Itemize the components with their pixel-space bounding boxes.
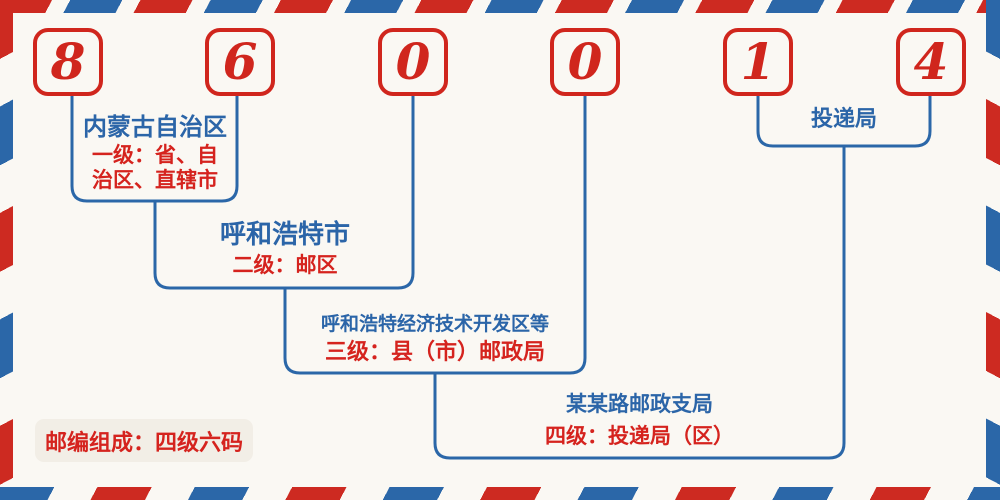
- bracket-level-4: [433, 146, 846, 460]
- digit-box-4: 0: [550, 28, 620, 96]
- digit-2: 6: [222, 32, 258, 91]
- label-delivery-office: 投递局: [758, 104, 930, 134]
- digit-6: 4: [913, 32, 949, 91]
- label-level-4: 某某路邮政支局 四级：投递局（区）: [435, 391, 844, 451]
- level-3-desc: 三级：县（市）邮政局: [324, 339, 545, 364]
- label-level-2: 呼和浩特市 二级：邮区: [157, 217, 413, 279]
- digit-5: 1: [740, 32, 776, 91]
- level-4-region-name: 某某路邮政支局: [566, 393, 713, 416]
- delivery-office-name: 投递局: [810, 106, 877, 131]
- level-1-desc-line-2: 治区、直辖市: [92, 169, 218, 192]
- bracket-delivery-office: [756, 96, 932, 148]
- digit-1: 8: [50, 32, 86, 91]
- postal-code-composition-badge: 邮编组成：四级六码: [35, 419, 253, 462]
- level-1-region-name: 内蒙古自治区: [83, 114, 227, 141]
- digit-4: 0: [567, 32, 603, 91]
- label-level-3: 呼和浩特经济技术开发区等 三级：县（市）邮政局: [285, 311, 585, 366]
- digit-box-1: 8: [33, 28, 103, 96]
- badge-text: 邮编组成：四级六码: [44, 429, 243, 455]
- level-1-desc-line-1: 一级：省、自: [92, 144, 218, 167]
- level-2-desc: 二级：邮区: [232, 254, 338, 277]
- level-4-desc: 四级：投递局（区）: [545, 425, 734, 448]
- digit-3: 0: [395, 32, 431, 91]
- digit-box-3: 0: [378, 28, 448, 96]
- digit-box-5: 1: [723, 28, 793, 96]
- label-level-1: 内蒙古自治区 一级：省、自 治区、直辖市: [73, 113, 237, 193]
- level-2-region-name: 呼和浩特市: [219, 219, 350, 249]
- digit-box-2: 6: [205, 28, 275, 96]
- level-3-region-name: 呼和浩特经济技术开发区等: [320, 314, 549, 335]
- digit-box-6: 4: [896, 28, 966, 96]
